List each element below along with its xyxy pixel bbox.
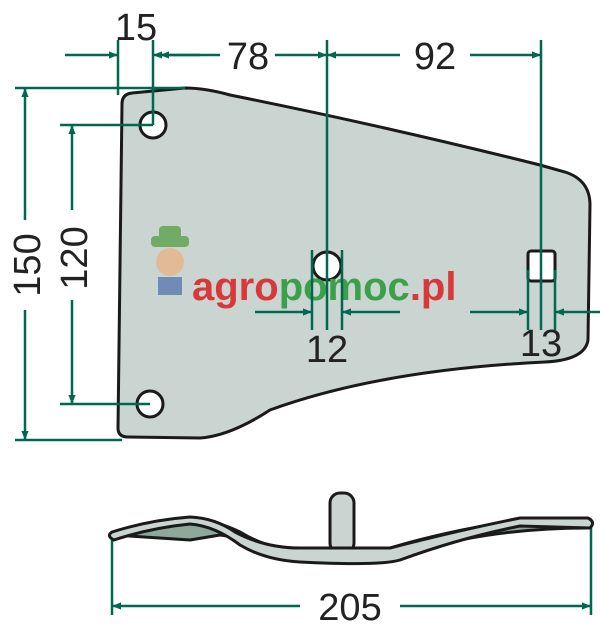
pin	[328, 491, 356, 555]
dim-label-120: 120	[54, 226, 96, 289]
dim-label-205: 205	[318, 587, 381, 629]
dim-label-78: 78	[227, 36, 269, 78]
dim-label-150: 150	[7, 233, 49, 296]
dim-label-15: 15	[115, 7, 157, 49]
watermark-text: agropomoc.pl	[192, 265, 456, 309]
watermark-logo	[151, 226, 189, 295]
dim-label-12: 12	[306, 329, 348, 371]
dim-label-92: 92	[414, 36, 456, 78]
watermark-text-agro: agro	[192, 265, 279, 309]
watermark-text-pomoc: pomoc	[279, 265, 410, 309]
dimension-lines	[15, 40, 600, 615]
plate-outline	[116, 86, 592, 440]
side-view	[107, 491, 595, 566]
dim-label-13: 13	[520, 323, 562, 365]
watermark-text-pl: .pl	[410, 265, 457, 309]
